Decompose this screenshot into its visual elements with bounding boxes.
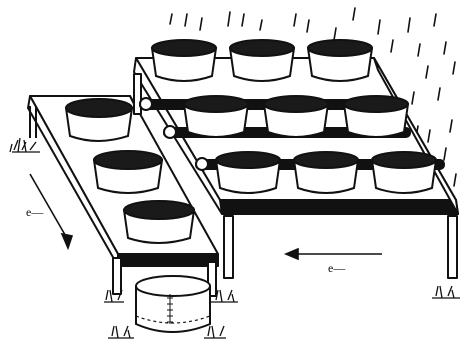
basin-right-r1-c1: [150, 39, 218, 82]
cylinder-scale-marks: [167, 294, 173, 324]
left-tray-basins: [64, 98, 196, 244]
right-platform-basins: [150, 39, 438, 194]
grass-tufts: [9, 137, 460, 339]
basin-right-r2-c3: [342, 95, 410, 138]
basin-right-r1-c3: [306, 39, 374, 82]
collection-cylinder: [135, 275, 211, 333]
right-flow-label: e—: [328, 262, 345, 274]
basin-right-r2-c2: [262, 95, 330, 138]
left-flow-label: e—: [26, 206, 43, 218]
right-flow-label-text: e—: [328, 261, 346, 275]
basin-right-r1-c2: [228, 39, 296, 82]
basin-right-r2-c1: [182, 95, 250, 138]
basin-left-1: [64, 98, 134, 142]
right-flow-arrow: [283, 247, 382, 261]
basin-right-r3-c1: [214, 151, 282, 194]
basin-left-2: [92, 150, 164, 194]
basin-right-r3-c2: [292, 151, 360, 194]
left-flow-label-text: e—: [26, 205, 44, 219]
left-flow-arrow: [29, 173, 74, 251]
basin-right-r3-c3: [370, 151, 438, 194]
basin-left-3: [122, 200, 196, 244]
